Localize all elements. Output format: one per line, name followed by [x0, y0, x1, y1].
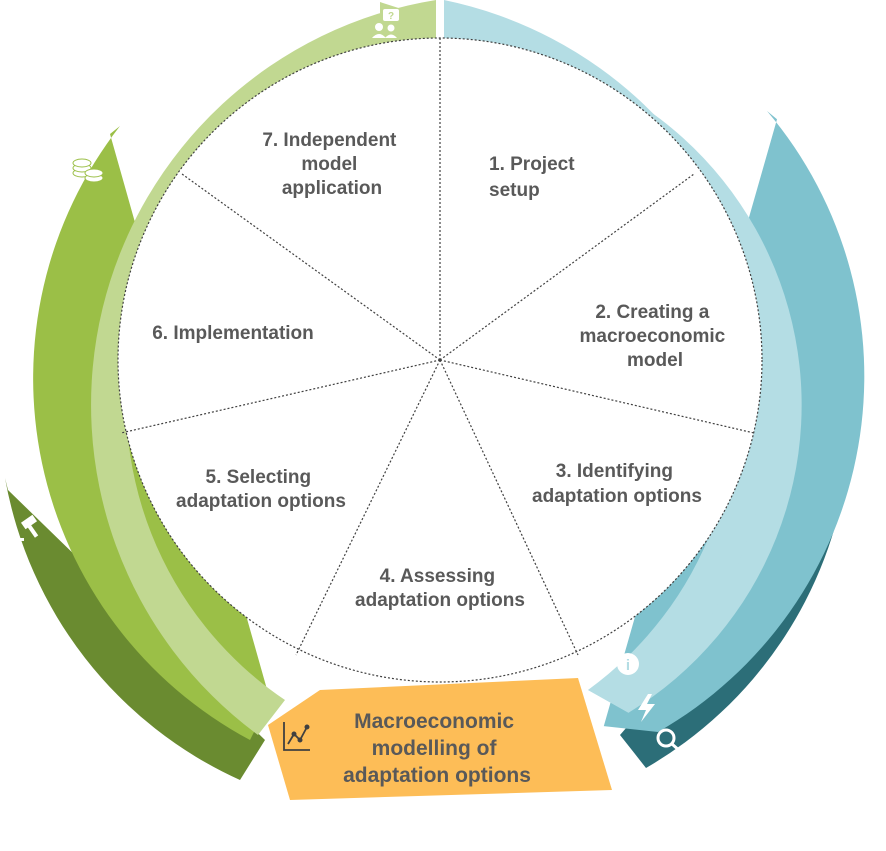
segment-label-3: 3. Identifying adaptation options — [532, 461, 702, 507]
question-people-icon: ? — [372, 9, 399, 38]
segment-1-line-1: 1. Project — [489, 154, 575, 175]
blue-ribbon-light — [444, 0, 802, 713]
center-box-line-1: Macroeconomic — [354, 710, 514, 733]
segment-5-line-2: adaptation options — [176, 491, 346, 512]
gavel-icon — [12, 514, 39, 541]
segment-label-7: 7. Independent model application — [262, 130, 401, 199]
segment-2-line-1: 2. Creating a — [595, 302, 709, 323]
segment-4-line-2: adaptation options — [355, 590, 525, 611]
segment-wheel — [117, 37, 763, 683]
segment-3-line-1: 3. Identifying — [556, 461, 673, 482]
segment-1-line-2: setup — [489, 180, 540, 201]
lightning-icon — [638, 694, 655, 722]
center-box: Macroeconomic modelling of adaptation op… — [268, 678, 612, 800]
svg-text:?: ? — [388, 11, 394, 22]
segment-7-line-3: application — [282, 178, 382, 199]
segment-5-line-1: 5. Selecting — [206, 467, 312, 488]
segment-label-5: 5. Selecting adaptation options — [176, 467, 346, 512]
segment-6-line-1: 6. Implementation — [152, 323, 314, 344]
line-chart-icon — [283, 722, 310, 751]
segment-4-line-1: 4. Assessing — [380, 566, 495, 587]
segment-3-line-2: adaptation options — [532, 486, 702, 507]
segment-label-6: 6. Implementation — [152, 323, 314, 344]
info-icon: i — [617, 653, 639, 675]
segment-label-2: 2. Creating a macroeconomic model — [579, 302, 730, 371]
segment-label-1: 1. Project setup — [489, 154, 580, 201]
svg-text:i: i — [626, 657, 630, 674]
segment-7-line-2: model — [301, 154, 357, 175]
center-box-line-3: adaptation options — [343, 764, 531, 787]
segment-2-line-3: model — [627, 350, 683, 371]
segment-7-line-1: 7. Independent — [262, 130, 397, 151]
segment-2-line-2: macroeconomic — [579, 326, 725, 347]
magnifier-icon — [656, 728, 683, 754]
segment-label-4: 4. Assessing adaptation options — [355, 566, 525, 611]
svg-text:Macroeconomic modelling: Macroeconomic modelling of adaptation op… — [343, 710, 531, 787]
center-box-line-2: modelling of — [372, 737, 498, 760]
coins-icon — [72, 158, 104, 183]
